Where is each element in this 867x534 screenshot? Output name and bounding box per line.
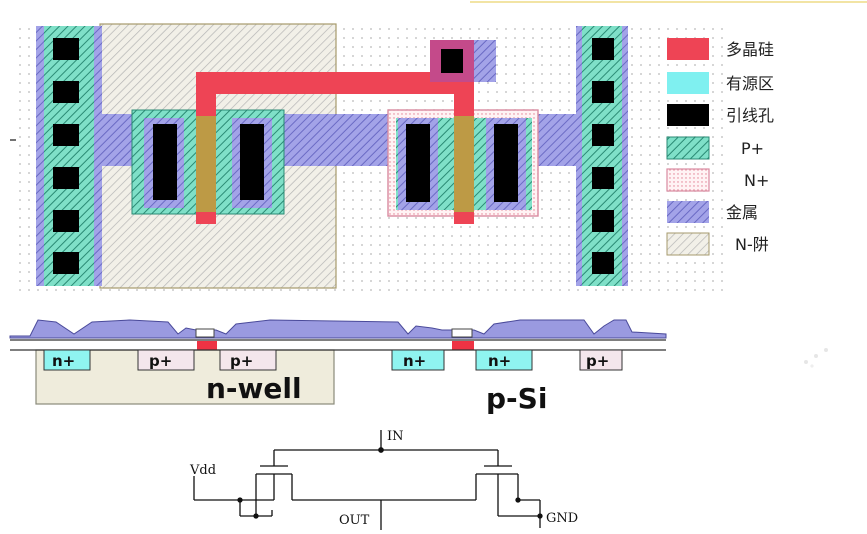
legend-label-contact: 引线孔 <box>726 106 774 125</box>
right-rail-tap <box>582 26 622 286</box>
n-well-label: n-well <box>206 372 302 405</box>
nmos-node <box>537 513 543 519</box>
pmos-drain-contact <box>240 124 264 200</box>
region-n-plus-well-tap <box>43 349 91 371</box>
n-plus-swatch <box>666 168 710 192</box>
rail-contact <box>53 210 79 232</box>
left-rail-tap <box>44 26 94 286</box>
nmos-channel <box>454 116 474 212</box>
rail-contact <box>53 167 79 189</box>
pmos-node <box>253 513 259 519</box>
legend-label-n-plus: N+ <box>744 171 769 190</box>
in-label: IN <box>387 429 404 444</box>
legend-label-metal: 金属 <box>726 203 758 222</box>
p-plus-swatch <box>666 136 710 160</box>
pmos-source-contact <box>153 124 177 200</box>
region-n-plus-source <box>475 349 533 371</box>
region-p-plus-drain <box>219 349 277 371</box>
nmos-poly-section <box>452 341 474 350</box>
poly-interconnect <box>196 72 474 94</box>
legend: 多晶硅 有源区 引线孔 P+ N+ 金属 N-阱 <box>666 38 774 256</box>
cross-section: n+ p+ p+ n+ n+ p+ n-well p-Si <box>9 319 667 415</box>
nmos-gate-oxide <box>451 328 473 338</box>
inverter-schematic <box>193 430 543 530</box>
legend-label-poly: 多晶硅 <box>726 40 774 59</box>
rail-contact <box>592 167 614 189</box>
pmos-gate-oxide <box>195 328 215 338</box>
region-label: p+ <box>230 352 253 370</box>
rail-contact <box>592 81 614 103</box>
pmos-channel <box>196 116 216 212</box>
layout-view <box>10 1 867 292</box>
region-n-plus-drain <box>391 349 445 371</box>
metal-swatch <box>667 201 709 223</box>
rail-contact <box>53 124 79 146</box>
region-label: p+ <box>149 352 172 370</box>
rail-contact <box>53 81 79 103</box>
contact-swatch <box>667 104 709 126</box>
substrate-label: p-Si <box>486 382 547 415</box>
region-label: n+ <box>403 352 426 370</box>
n-well-swatch <box>666 232 710 256</box>
pmos-poly-section <box>197 341 217 350</box>
rail-contact <box>53 252 79 274</box>
legend-label-active: 有源区 <box>726 74 774 93</box>
poly-swatch <box>667 38 709 60</box>
rail-contact <box>592 124 614 146</box>
gnd-label: GND <box>546 511 578 526</box>
region-p-plus-source <box>137 349 195 371</box>
out-label: OUT <box>339 513 370 528</box>
nmos-source-contact <box>494 124 518 202</box>
vdd-label: Vdd <box>189 463 216 478</box>
rail-contact <box>592 210 614 232</box>
decorative-dots <box>804 348 828 368</box>
input-contact <box>441 49 463 73</box>
rail-contact <box>592 38 614 60</box>
active-swatch <box>667 72 709 94</box>
metal-profile <box>9 319 667 339</box>
schematic-labels: IN Vdd OUT GND <box>189 429 578 528</box>
region-label: n+ <box>488 352 511 370</box>
legend-label-p-plus: P+ <box>741 139 764 158</box>
rail-contact <box>53 38 79 60</box>
legend-label-n-well: N-阱 <box>735 235 769 254</box>
region-label: n+ <box>52 352 75 370</box>
rail-contact <box>592 252 614 274</box>
nmos-drain-contact <box>406 124 430 202</box>
nmos-node <box>515 497 521 503</box>
region-p-plus-substrate-tap <box>579 349 623 371</box>
region-label: p+ <box>586 352 609 370</box>
